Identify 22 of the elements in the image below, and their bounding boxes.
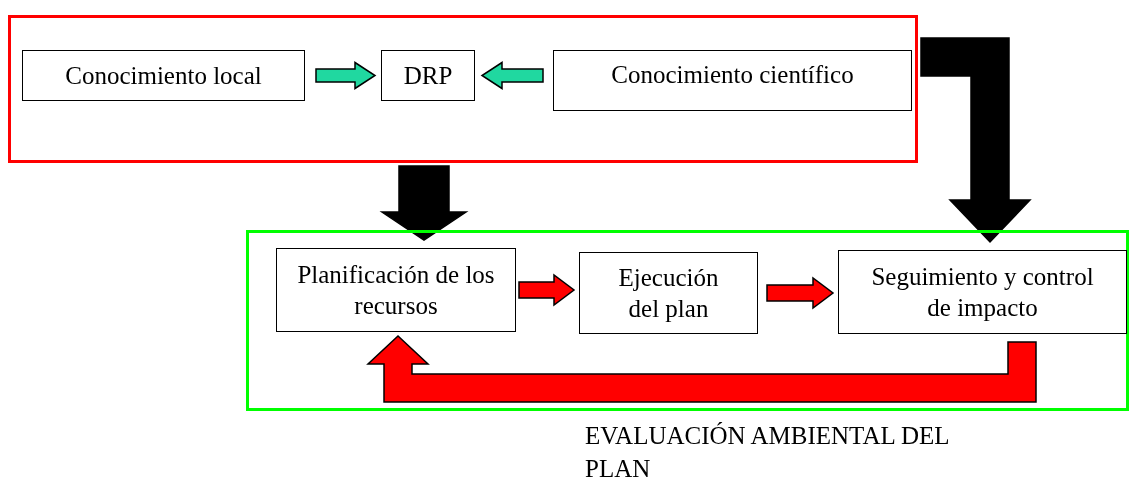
diagram-caption: EVALUACIÓN AMBIENTAL DEL PLAN — [585, 421, 950, 484]
process-box — [838, 250, 1127, 334]
process-box — [276, 248, 516, 332]
block-arrow — [480, 61, 544, 90]
block-arrow — [518, 273, 576, 307]
block-arrow — [766, 276, 835, 310]
group-frame — [246, 230, 1129, 411]
box-text: Conocimiento local — [65, 60, 262, 91]
box-text: Seguimiento y control de impacto — [870, 261, 1095, 323]
process-box — [381, 50, 475, 101]
box-text: Planificación de los recursos — [296, 259, 496, 321]
box-text: DRP — [403, 60, 453, 91]
process-box — [22, 50, 305, 101]
block-arrow — [379, 165, 469, 241]
group-frame — [8, 15, 918, 163]
process-box — [579, 252, 758, 334]
box-text: Ejecución del plan — [617, 262, 720, 324]
block-arrow — [315, 61, 377, 90]
process-box — [553, 50, 912, 111]
block-arrow — [920, 37, 1032, 244]
box-text: Conocimiento científico — [611, 60, 854, 90]
block-arrow — [366, 334, 1037, 403]
